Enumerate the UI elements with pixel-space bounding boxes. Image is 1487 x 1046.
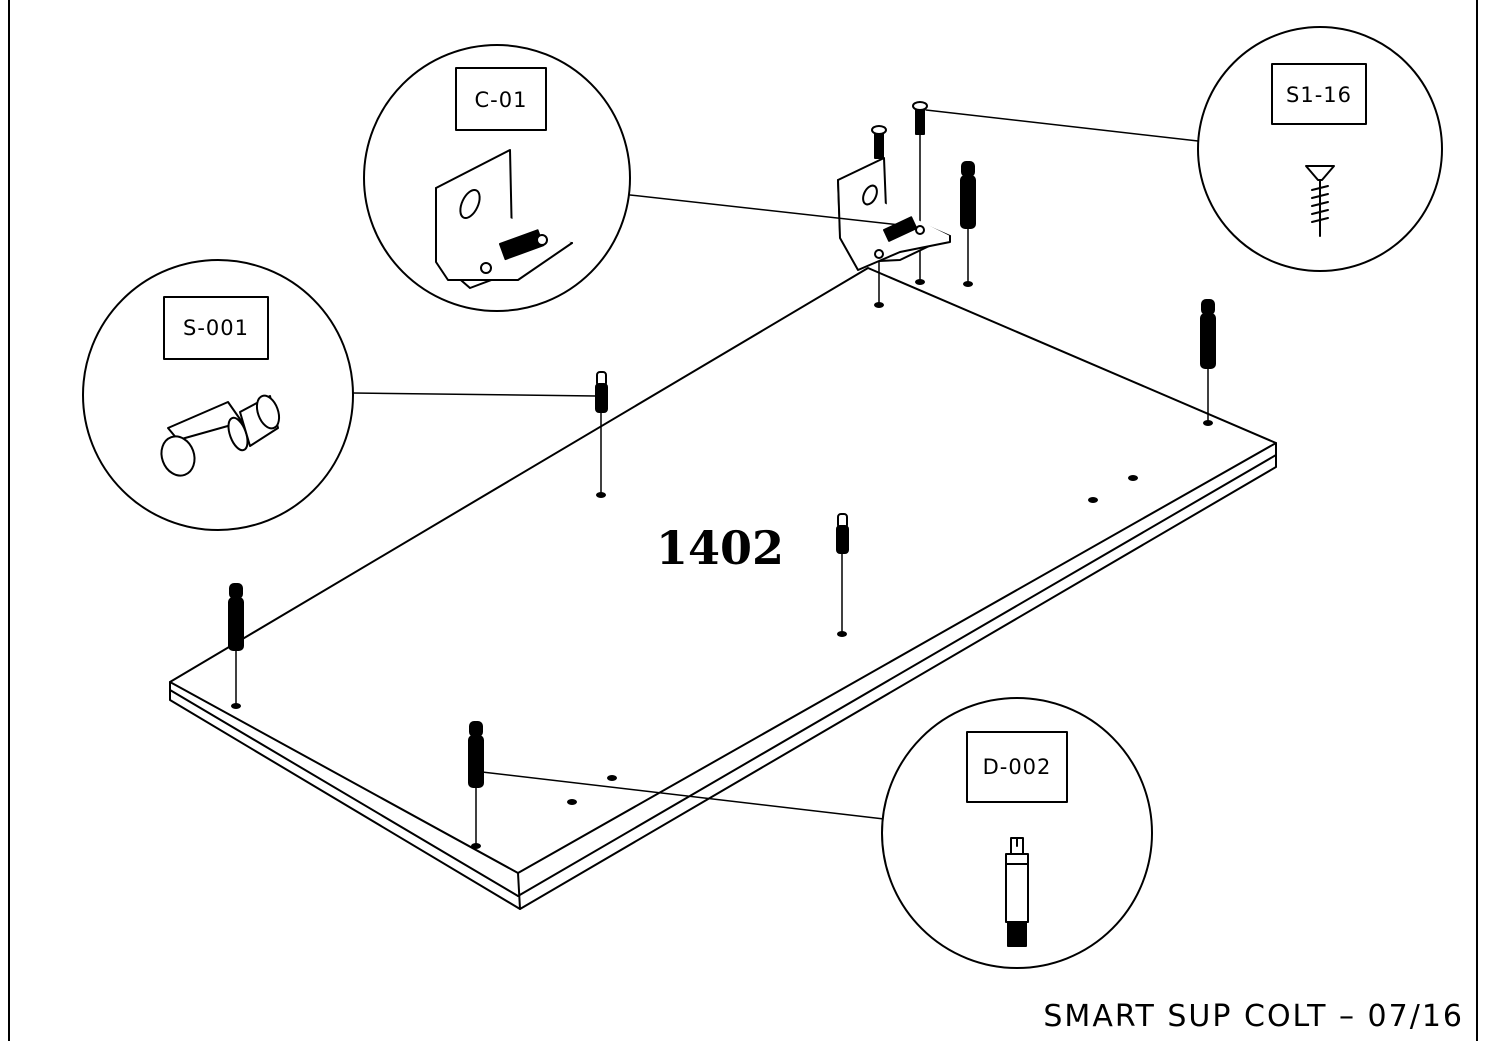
footer-model-code: SMART SUP COLT – 07/16: [1043, 999, 1464, 1034]
callout-cam-dowel: [881, 697, 1153, 969]
screw-fitting: [871, 125, 887, 159]
angle-bracket-fitting: [837, 157, 951, 271]
part-code-bracket: C-01: [475, 88, 528, 112]
callout-bracket: [363, 44, 631, 312]
angle-bracket-icon: [435, 149, 573, 289]
guide-lines: [235, 131, 1209, 847]
cam-dowel-fitting: [468, 721, 484, 788]
page-frame: [8, 0, 1478, 1042]
screw-fitting: [912, 101, 928, 135]
part-code-shelf-pin: S-001: [183, 316, 249, 340]
cam-dowel-fitting: [960, 161, 976, 229]
cam-dowel-fitting: [1200, 299, 1216, 369]
countersunk-screw-icon: [1305, 165, 1335, 237]
leader-lines: [352, 109, 1199, 820]
shelf-pin-fitting: [836, 513, 849, 554]
shelf-pin-icon: [160, 394, 281, 477]
callout-shelf-pin: [82, 259, 354, 531]
shelf-pin-fitting: [595, 371, 608, 413]
cam-dowel-fitting: [228, 583, 244, 651]
part-code-cam-dowel: D-002: [983, 755, 1052, 779]
panel-code: 1402: [656, 521, 784, 575]
cam-dowel-icon: [1005, 837, 1029, 947]
panel-board: [169, 267, 1277, 910]
panel-holes: [231, 279, 1213, 849]
callout-screw: [1197, 26, 1443, 272]
part-code-screw: S1-16: [1286, 83, 1352, 107]
